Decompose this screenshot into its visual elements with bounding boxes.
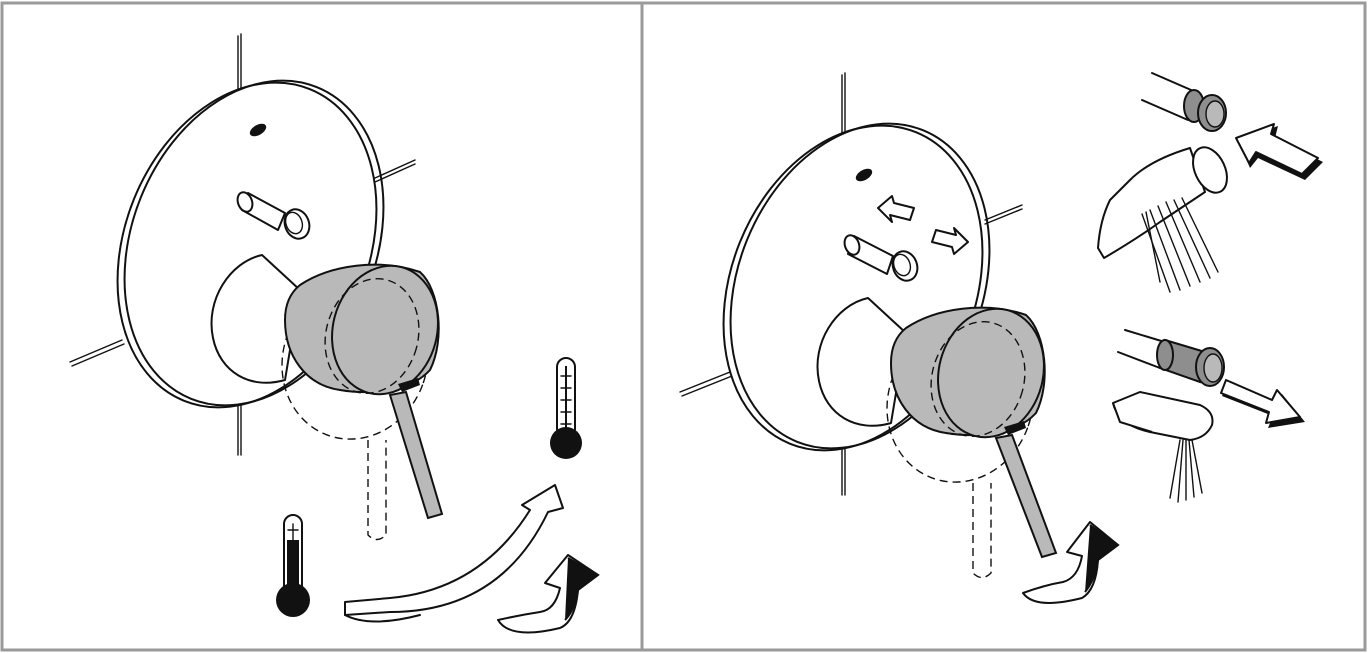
panel-diverter-control [677,73,1323,603]
diverter-pulled-out-icon [1118,330,1224,386]
pull-arrow-icon [1221,380,1305,428]
panel-temperature-control [70,34,598,633]
lever-handle [891,297,1058,557]
hot-thermometer-icon [550,358,582,459]
bath-spout-icon [1113,392,1213,502]
hand-shower-icon [1098,142,1234,292]
spray-lines [1170,440,1202,502]
rotate-arrow-icon [498,555,598,633]
swing-arrow-icon [345,485,563,622]
cold-thermometer-icon [276,515,310,617]
lever-handle [285,254,452,518]
push-arrow-icon [1236,124,1323,180]
diverter-pushed-in-icon [1142,73,1226,131]
